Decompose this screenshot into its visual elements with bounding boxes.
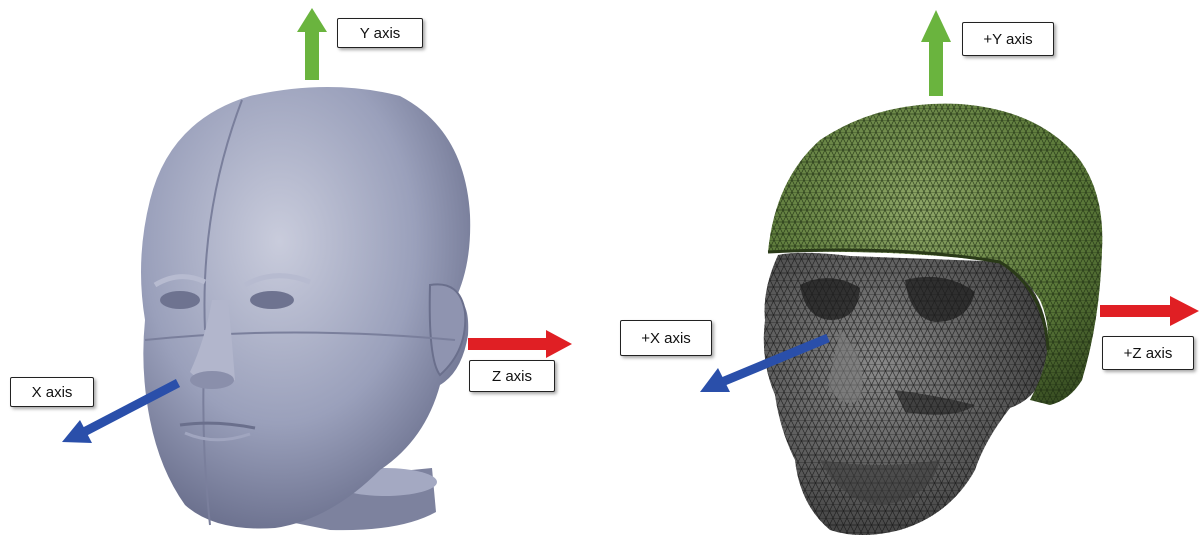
left-y-axis-label: Y axis [337, 18, 423, 48]
left-x-axis-label: X axis [10, 377, 94, 407]
right-y-axis-label: +Y axis [962, 22, 1054, 56]
right-z-axis-arrow [1100, 296, 1199, 326]
right-x-axis-label: +X axis [620, 320, 712, 356]
skull-mesh-model [764, 253, 1048, 535]
left-y-axis-arrow [297, 8, 327, 80]
right-z-axis-label: +Z axis [1102, 336, 1194, 370]
left-z-axis-arrow [468, 330, 572, 358]
right-y-axis-arrow [921, 10, 951, 96]
left-z-axis-label: Z axis [469, 360, 555, 392]
head-3d-model [141, 87, 470, 530]
